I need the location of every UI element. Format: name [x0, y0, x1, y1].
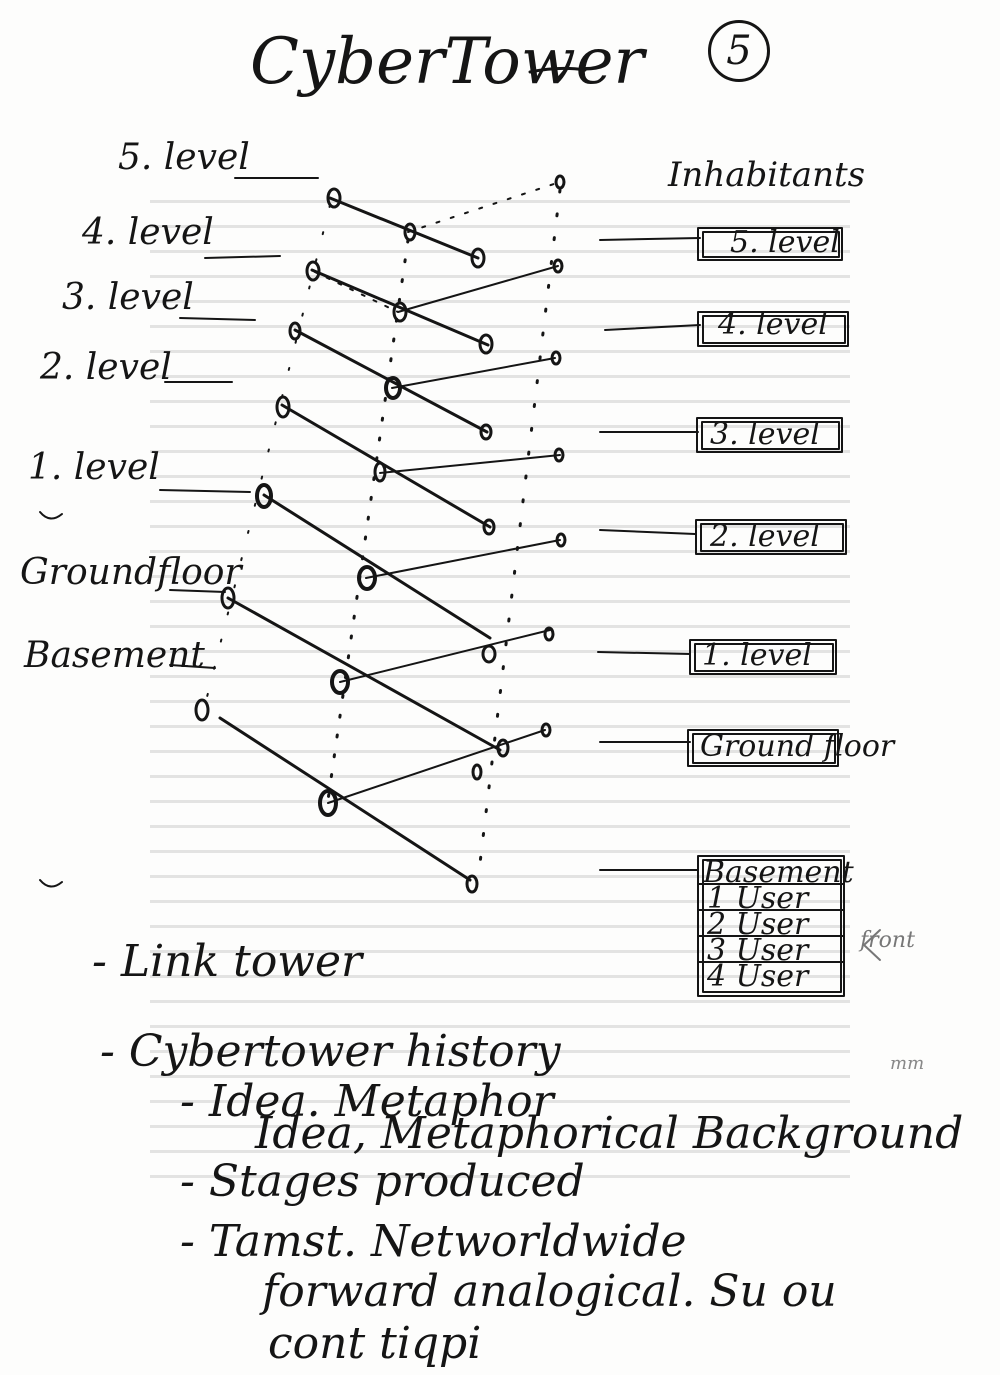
leader-left-level-1: [159, 489, 251, 493]
tower-level-4: [305, 258, 564, 355]
leader-right-level-5: [599, 237, 701, 241]
right-box-label-level-3: 3. level: [710, 417, 820, 452]
left-label-basement: Basement: [24, 635, 205, 676]
margin-mark-mm: mm: [890, 1053, 925, 1074]
leader-left-groundfloor: [169, 589, 226, 593]
stack-label-user-3: 3 User: [707, 933, 809, 968]
left-label-level-1: 1. level: [28, 447, 160, 488]
stack-label-user-1: 1 User: [707, 881, 809, 916]
margin-bracket: [863, 929, 881, 961]
note-networldwide: - Tamst. Networldwide: [180, 1216, 687, 1267]
page-title: CyberTower: [250, 25, 645, 99]
tower-level-3: [288, 321, 562, 441]
note-cont: cont tiqpi: [268, 1318, 482, 1369]
margin-curl-1: [39, 511, 63, 520]
right-box-label-level-1: 1. level: [702, 638, 812, 673]
leader-right-level-1: [597, 651, 691, 655]
right-box-label-ground-floor: Ground floor: [700, 729, 895, 764]
tower-level-2: [275, 395, 565, 536]
leader-left-level-4: [204, 255, 281, 259]
basement-stack-box: [697, 855, 845, 997]
stack-label-basement: Basement: [703, 855, 854, 890]
margin-curl-2: [39, 879, 63, 888]
leader-right-level-4: [604, 324, 701, 331]
right-box-label-level-2: 2. level: [710, 519, 820, 554]
left-label-groundfloor: Groundfloor: [20, 552, 242, 593]
note-metaphorical-background: Idea, Metaphorical Background: [255, 1108, 964, 1159]
note-cybertower-history: - Cybertower history: [100, 1026, 561, 1077]
right-box-level-5: [697, 227, 843, 261]
inhabitants-heading: Inhabitants: [668, 155, 866, 195]
title-flourish: [528, 66, 587, 74]
left-label-level-2: 2. level: [40, 347, 172, 388]
page-number-circle: 5: [708, 20, 770, 82]
tower-shaft-right: [476, 188, 562, 882]
right-box-level-2: [695, 519, 847, 555]
tower-shaft-center: [326, 238, 410, 802]
note-link-tower: - Link tower: [92, 936, 363, 987]
leader-left-basement: [169, 664, 216, 669]
left-label-level-4: 4. level: [82, 212, 214, 253]
tower-level-1: [255, 483, 567, 664]
leader-left-level-3: [179, 317, 256, 321]
tower-basement: [194, 698, 552, 894]
tower-groundfloor: [220, 586, 555, 758]
right-box-level-4: [697, 311, 849, 347]
note-forward-analogical: forward analogical. Su ou: [262, 1266, 837, 1317]
tower-level-5: [326, 174, 566, 269]
show-through-text: [150, 200, 850, 1250]
stack-label-user-4: 4 User: [707, 959, 809, 994]
left-label-level-5: 5. level: [118, 137, 250, 178]
stack-label-user-2: 2 User: [707, 907, 809, 942]
note-stages-produced: - Stages produced: [180, 1156, 585, 1207]
right-box-ground-floor: [687, 729, 839, 767]
left-label-level-3: 3. level: [62, 277, 194, 318]
right-box-level-1: [689, 639, 837, 675]
tower-shaft-left: [204, 204, 331, 706]
page-number: 5: [726, 28, 752, 74]
leader-right-level-2: [599, 529, 696, 535]
note-idea-metaphor: - Idea. Metaphor: [180, 1076, 554, 1127]
right-box-label-level-4: 4. level: [718, 307, 828, 342]
right-box-level-3: [696, 417, 843, 453]
